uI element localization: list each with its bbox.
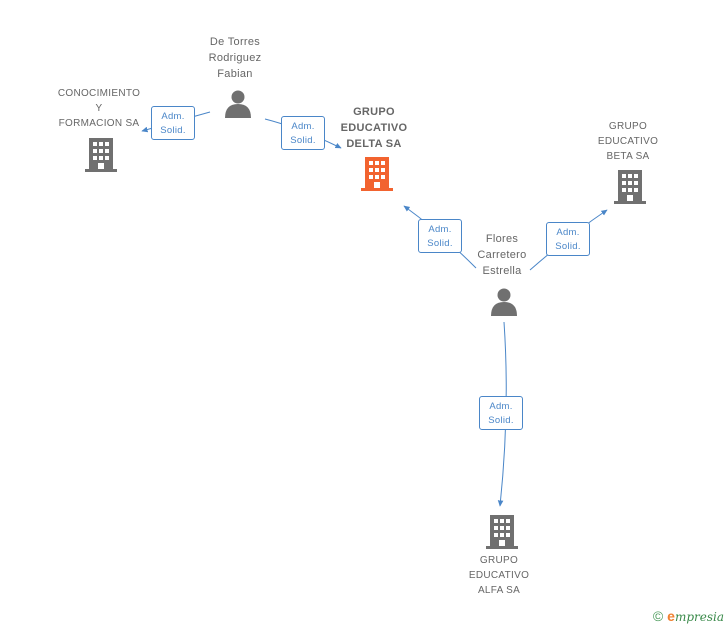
- node-label-line: CONOCIMIENTO: [57, 88, 141, 99]
- building-icon: [614, 170, 646, 204]
- node-label-line: EDUCATIVO: [340, 122, 408, 134]
- copyright-icon: ©: [652, 608, 664, 624]
- node-label-line: GRUPO: [479, 555, 519, 566]
- node-label-line: Rodriguez: [208, 52, 262, 64]
- footer-brand[interactable]: ©empresia: [653, 608, 724, 624]
- building-icon: [361, 157, 393, 191]
- node-label-line: GRUPO: [608, 121, 648, 132]
- person-icon: [491, 288, 517, 316]
- node-label-line: FORMACION SA: [58, 118, 140, 129]
- edge-label-line: Solid.: [290, 135, 316, 146]
- edge-label-line: Solid.: [160, 125, 186, 136]
- brand-name: mpresia: [674, 610, 724, 624]
- edge-label-flores-delta[interactable]: Adm. Solid.: [418, 219, 462, 253]
- edge-label-line: Adm.: [428, 224, 452, 235]
- node-label-line: ALFA SA: [477, 585, 521, 596]
- node-label-line: Carretero: [477, 249, 527, 261]
- edge-label-flores-beta[interactable]: Adm. Solid.: [546, 222, 590, 256]
- edge-label-line: Adm.: [489, 401, 513, 412]
- building-icon: [486, 515, 518, 549]
- edge-label-flores-alfa[interactable]: Adm. Solid.: [479, 396, 523, 430]
- edge-label-line: Solid.: [427, 238, 453, 249]
- node-label-line: Fabian: [217, 68, 253, 80]
- node-label-line: Estrella: [482, 265, 522, 277]
- edge-label-detorres-conocimiento[interactable]: Adm. Solid.: [151, 106, 195, 140]
- node-label-line: GRUPO: [353, 106, 395, 118]
- node-label-line: De Torres: [209, 36, 261, 48]
- node-label-beta[interactable]: GRUPO EDUCATIVO BETA SA: [578, 119, 678, 164]
- building-icon: [85, 138, 117, 172]
- node-label-delta[interactable]: GRUPO EDUCATIVO DELTA SA: [324, 104, 424, 152]
- brand-initial: e: [667, 608, 675, 624]
- edge-label-detorres-delta[interactable]: Adm. Solid.: [281, 116, 325, 150]
- edge-label-line: Adm.: [556, 227, 580, 238]
- node-label-line: EDUCATIVO: [468, 570, 530, 581]
- edge-label-line: Solid.: [555, 241, 581, 252]
- node-label-conocimiento[interactable]: CONOCIMIENTO Y FORMACION SA: [44, 86, 154, 131]
- node-label-alfa[interactable]: GRUPO EDUCATIVO ALFA SA: [449, 553, 549, 598]
- node-label-flores[interactable]: Flores Carretero Estrella: [452, 231, 552, 279]
- node-label-line: Y: [95, 103, 103, 114]
- node-label-detorres[interactable]: De Torres Rodriguez Fabian: [185, 34, 285, 82]
- person-icon: [225, 90, 251, 118]
- edge-label-line: Adm.: [291, 121, 315, 132]
- edge-label-line: Adm.: [161, 111, 185, 122]
- edge-label-line: Solid.: [488, 415, 514, 426]
- node-label-line: Flores: [485, 233, 519, 245]
- node-label-line: EDUCATIVO: [597, 136, 659, 147]
- node-label-line: BETA SA: [606, 151, 650, 162]
- node-label-line: DELTA SA: [346, 138, 402, 150]
